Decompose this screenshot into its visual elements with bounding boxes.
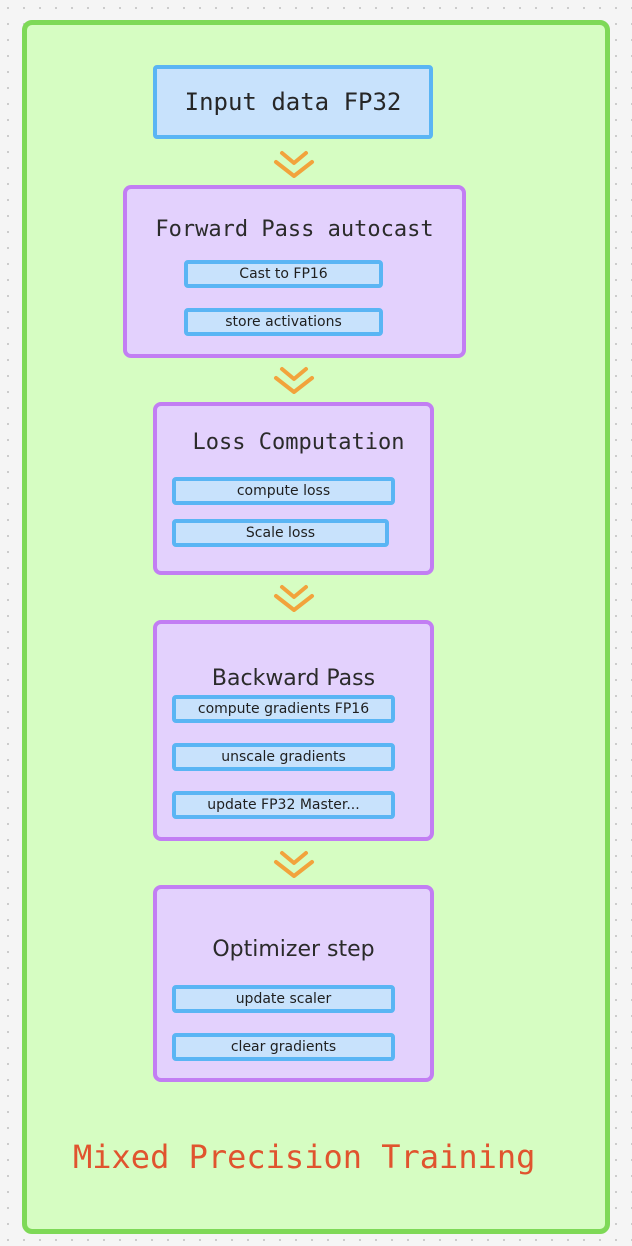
step-clear-gradients[interactable]: clear gradients [172, 1033, 395, 1061]
down-arrow-icon [274, 585, 314, 612]
loss-computation-group[interactable]: Loss Computation compute loss Scale loss [153, 402, 434, 575]
diagram-title: Mixed Precision Training [73, 1138, 536, 1176]
down-arrow-icon [274, 151, 314, 178]
input-data-label: Input data FP32 [184, 88, 402, 116]
down-arrow-icon [274, 851, 314, 878]
forward-pass-title: Forward Pass autocast [155, 217, 434, 242]
step-unscale-gradients[interactable]: unscale gradients [172, 743, 395, 771]
input-data-node[interactable]: Input data FP32 [153, 65, 433, 139]
backward-pass-group[interactable]: Backward Pass compute gradients FP16 uns… [153, 620, 434, 841]
step-compute-gradients[interactable]: compute gradients FP16 [172, 695, 395, 723]
step-update-master[interactable]: update FP32 Master... [172, 791, 395, 819]
step-update-scaler[interactable]: update scaler [172, 985, 395, 1013]
optimizer-step-group[interactable]: Optimizer step update scaler clear gradi… [153, 885, 434, 1082]
optimizer-step-title: Optimizer step [212, 937, 375, 962]
step-cast-fp16[interactable]: Cast to FP16 [184, 260, 383, 288]
backward-pass-title: Backward Pass [211, 666, 376, 691]
loss-computation-title: Loss Computation [192, 430, 405, 455]
step-store-activations[interactable]: store activations [184, 308, 383, 336]
step-scale-loss[interactable]: Scale loss [172, 519, 389, 547]
step-compute-loss[interactable]: compute loss [172, 477, 395, 505]
forward-pass-group[interactable]: Forward Pass autocast Cast to FP16 store… [123, 185, 466, 358]
down-arrow-icon [274, 367, 314, 394]
